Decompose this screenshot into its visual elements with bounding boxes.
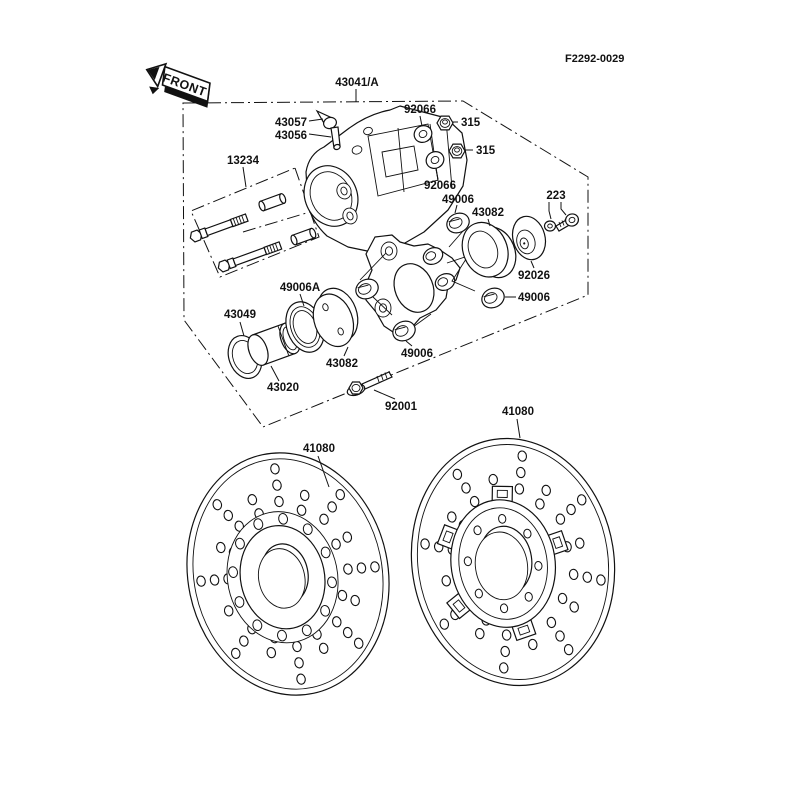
pin-bolt-a: [189, 213, 249, 243]
piston-plate-43082-left: [312, 287, 359, 348]
front-arrow-band: [161, 65, 211, 103]
mount-bolt-92001: [346, 370, 393, 397]
label-piston: 43020: [267, 382, 299, 394]
bracket-center-hole: [393, 263, 435, 313]
front-direction-arrow: FRONT: [145, 62, 211, 108]
label-washer-lower: 92066: [424, 180, 456, 192]
label-pin-kit: 13234: [227, 155, 260, 167]
brake-disc-right: [410, 437, 616, 687]
leader-lines: [239, 89, 567, 488]
pin-kit-boundary: [190, 167, 320, 278]
boot-49006-right: [481, 287, 505, 309]
nut-315-lower: [448, 143, 466, 159]
banjo-hole: [351, 145, 363, 155]
pin-sleeve-a: [258, 193, 287, 212]
pin-sleeve-b: [290, 227, 317, 246]
label-piston-plate-left: 43082: [326, 358, 358, 370]
front-arrow-foot: [149, 86, 160, 95]
boot-49006-upper: [446, 212, 470, 234]
assembly-guide-lines: [359, 230, 476, 328]
label-mount-bolt: 92001: [385, 401, 418, 413]
label-disc-right: 41080: [502, 406, 534, 418]
label-bleed-valve: 43056: [275, 130, 307, 142]
label-piston-cup-right: 43082: [472, 207, 504, 219]
caliper-bracket: [365, 234, 461, 335]
front-arrow-tip: [147, 66, 160, 81]
label-boot-upper: 49006: [442, 194, 474, 206]
pin-bolt-b: [217, 241, 283, 273]
washer-92066-lower: [425, 151, 445, 169]
label-washer-upper: 92066: [404, 104, 436, 116]
label-nut-lower: 315: [476, 145, 496, 157]
label-boot-right: 49006: [518, 292, 550, 304]
label-screw: 223: [546, 190, 565, 202]
disc-right-boltholes: [463, 513, 543, 614]
label-disc-left: 41080: [303, 443, 335, 455]
boot-49006-lower: [392, 320, 416, 342]
assembly-boundary: [182, 100, 589, 428]
boot-49006-left: [355, 278, 379, 300]
bleed-valve: [315, 109, 341, 151]
washer-92066-upper: [413, 125, 433, 143]
label-bleed-valve-cap: 43057: [275, 117, 307, 129]
label-boot-lower: 49006: [401, 348, 433, 360]
drawing-code: F2292-0029: [565, 53, 624, 65]
disc-left-rivets: [228, 512, 337, 642]
cap-92026: [511, 215, 547, 261]
screw-223: [543, 213, 580, 232]
piston-cup-43082-right: [461, 221, 517, 279]
label-seal-ring: 43049: [224, 309, 256, 321]
nut-315-upper: [436, 115, 454, 131]
label-nut-upper: 315: [461, 117, 481, 129]
brake-disc-left: [186, 452, 390, 696]
part-labels: 43041/A 43057 43056 13234 92066 315 315 …: [224, 77, 566, 455]
label-dust-boot: 49006A: [280, 282, 320, 294]
label-caliper-assembly: 43041/A: [335, 77, 378, 89]
label-cap: 92026: [518, 270, 550, 282]
